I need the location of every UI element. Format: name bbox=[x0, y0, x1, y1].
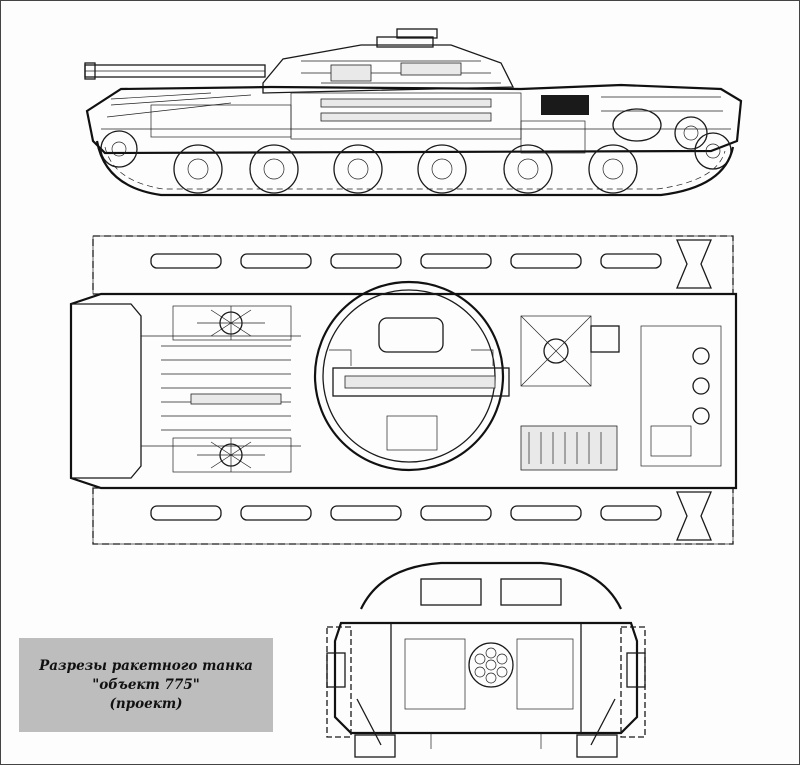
engine-compartment bbox=[520, 315, 722, 471]
caption-box: Разрезы ракетного танка "объект 775" (пр… bbox=[19, 638, 273, 732]
caption-title: Разрезы ракетного танка "объект 775" bbox=[39, 657, 253, 693]
bottom-track bbox=[92, 487, 734, 545]
cross-section-body bbox=[326, 561, 646, 758]
plan-hull bbox=[69, 292, 738, 490]
side-section-view bbox=[84, 28, 743, 197]
cross-section-view bbox=[326, 561, 646, 758]
plan-section-view bbox=[69, 235, 738, 545]
hull bbox=[85, 83, 743, 155]
turret-ring bbox=[313, 280, 510, 472]
road-wheels bbox=[100, 130, 732, 194]
driver-compartment bbox=[161, 305, 292, 473]
caption-subtitle: (проект) bbox=[109, 695, 183, 712]
track bbox=[95, 140, 735, 197]
top-track bbox=[92, 235, 734, 295]
gun-barrel bbox=[84, 62, 266, 80]
turret bbox=[262, 28, 515, 94]
